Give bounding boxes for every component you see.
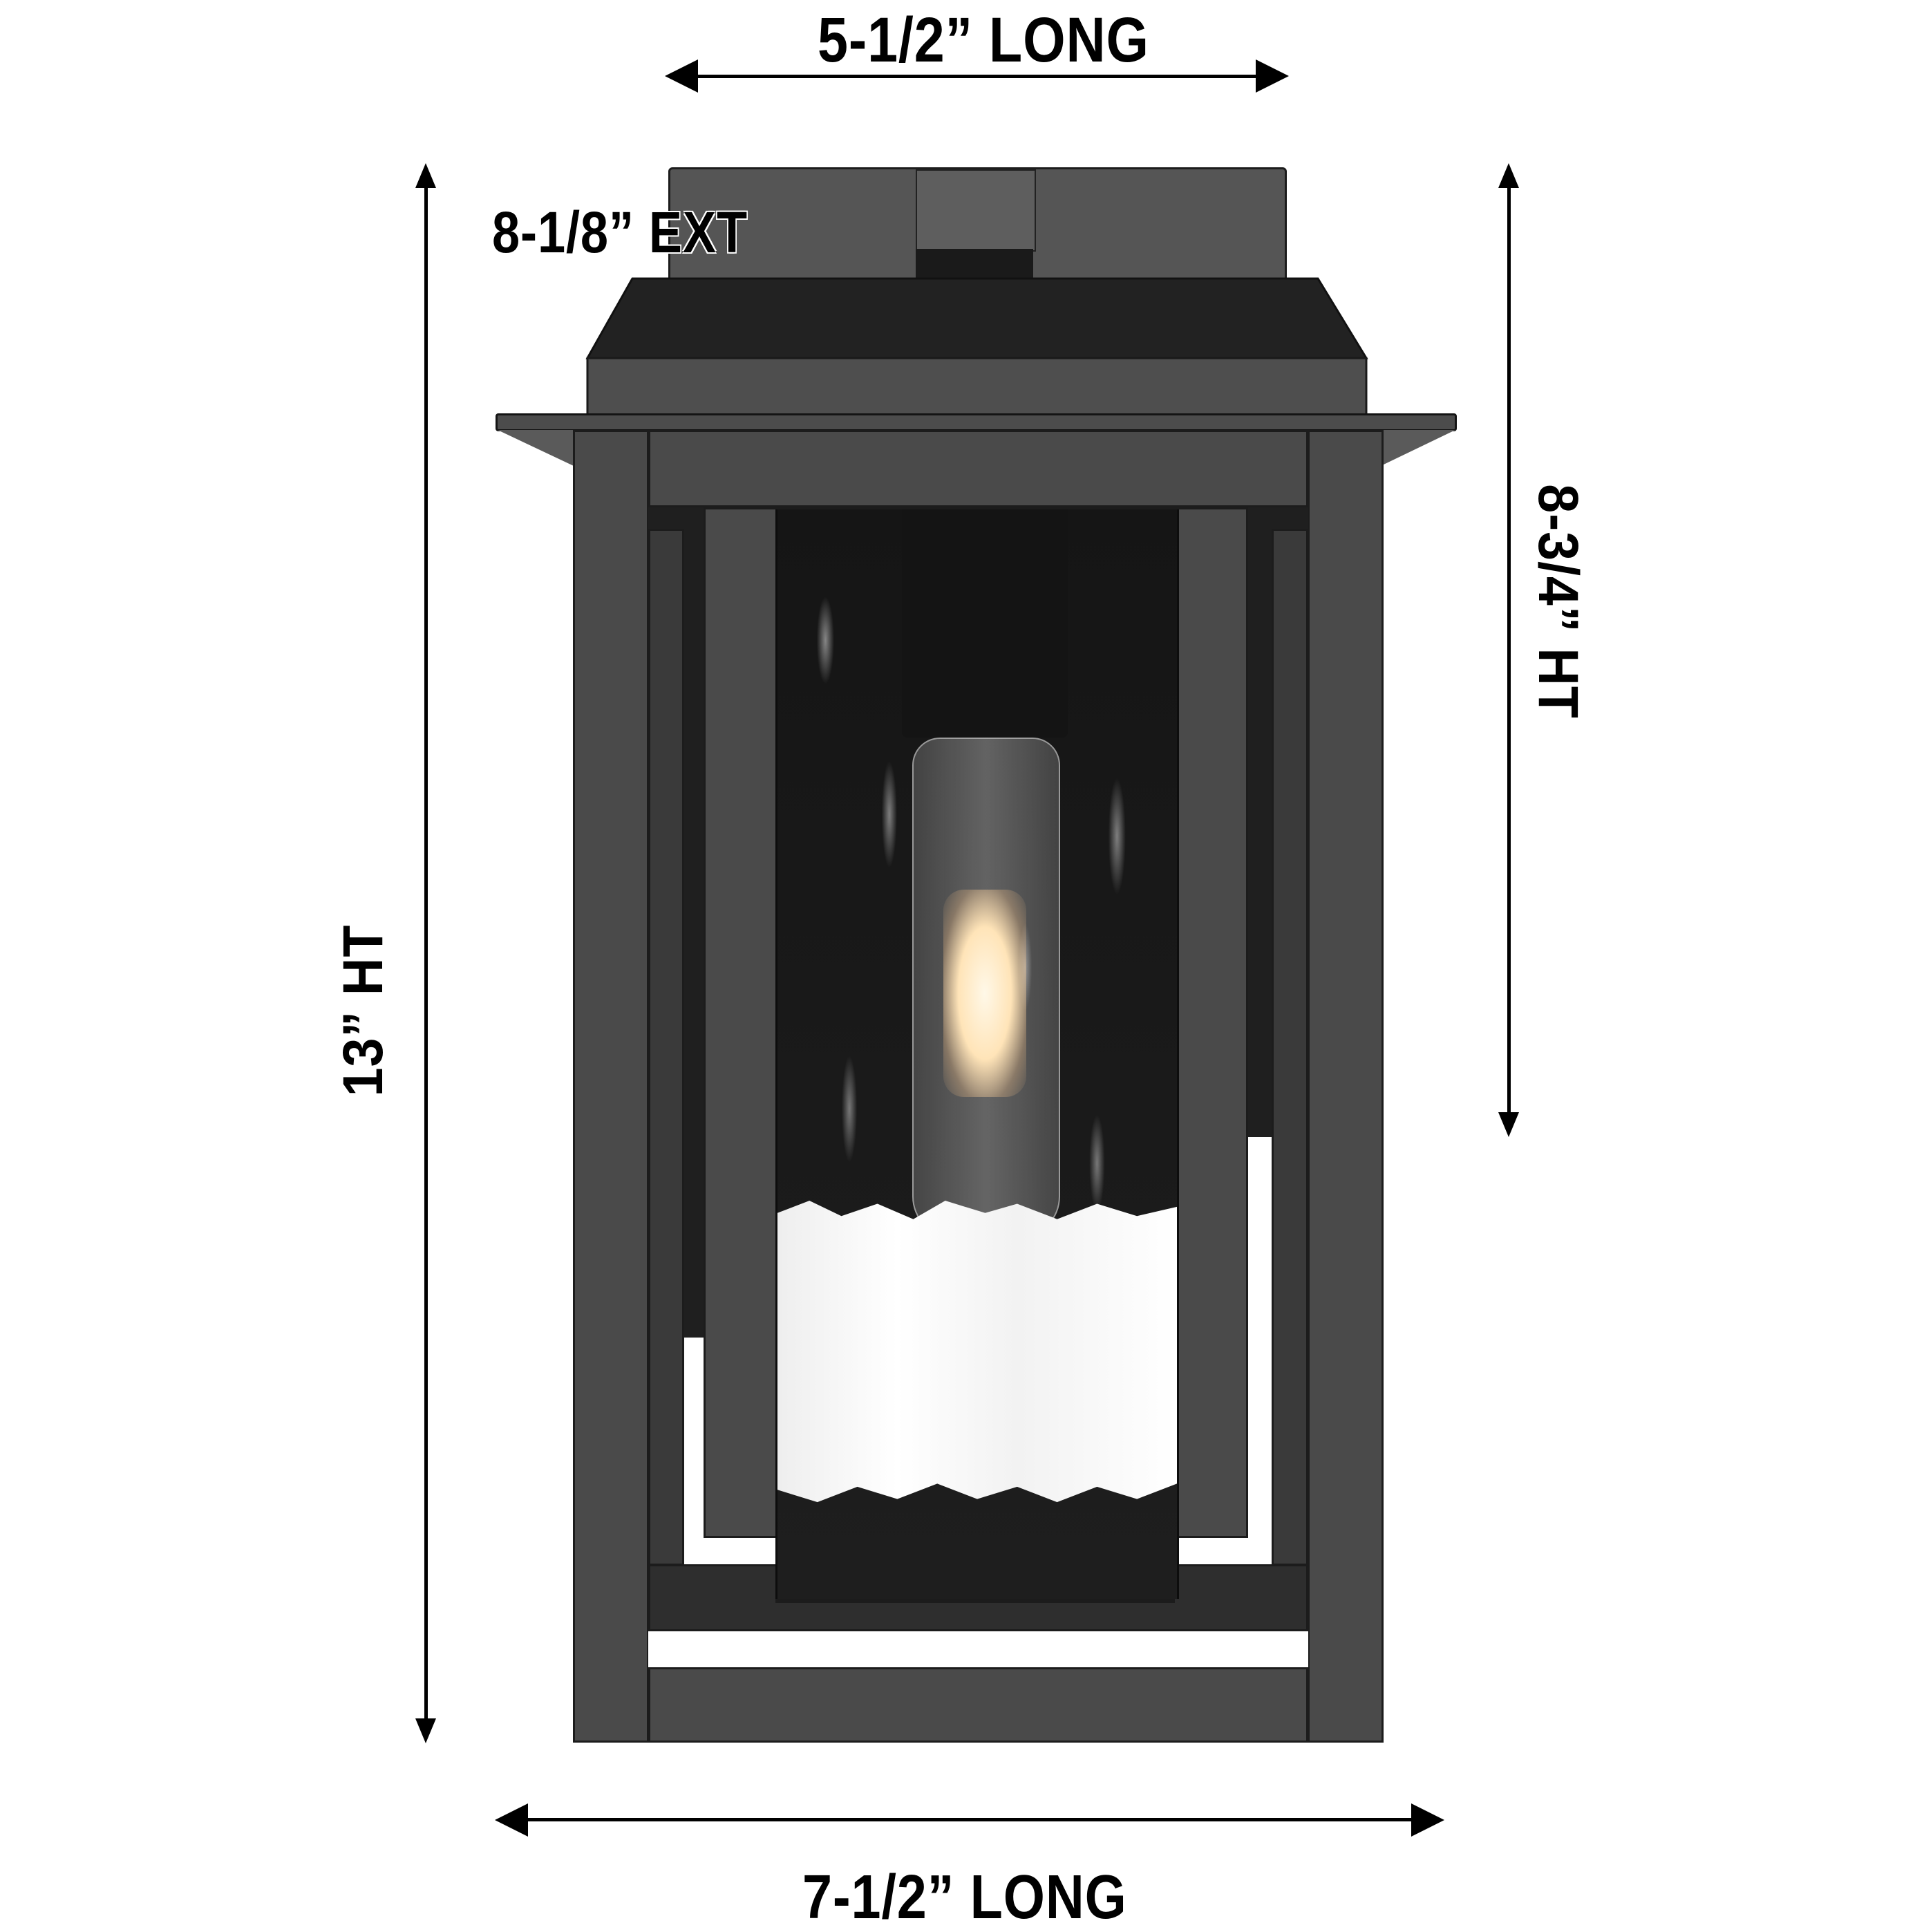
glass-reflection bbox=[777, 1201, 1177, 1503]
top-width-label: 5-1/2” LONG bbox=[818, 5, 1149, 75]
arrow-left-icon bbox=[495, 1803, 528, 1837]
door-bottom-rail bbox=[775, 1599, 1175, 1603]
flange-chamfer-right bbox=[1381, 430, 1455, 466]
arrow-down-icon bbox=[1498, 1112, 1519, 1137]
arrow-right-icon bbox=[1411, 1803, 1444, 1837]
side-rail-left bbox=[648, 529, 684, 1566]
arrow-right-icon bbox=[1256, 59, 1289, 93]
arrow-up-icon bbox=[1498, 163, 1519, 188]
bottom-gap bbox=[648, 1631, 1308, 1667]
outer-post-right bbox=[1308, 430, 1384, 1743]
overall-height-label: 13” HT bbox=[332, 924, 395, 1097]
overall-width-label: 7-1/2” LONG bbox=[802, 1863, 1127, 1932]
bulb-socket bbox=[902, 509, 1068, 738]
mounting-tab bbox=[916, 169, 1036, 252]
bulb-filament-glow bbox=[943, 890, 1026, 1097]
arrow-down-icon bbox=[415, 1718, 436, 1743]
outer-post-left bbox=[573, 430, 649, 1743]
extension-label: 8-1/8” EXT bbox=[492, 200, 748, 265]
bottom-bar bbox=[648, 1667, 1308, 1743]
gap-right bbox=[1248, 1137, 1272, 1564]
gap-left bbox=[684, 1338, 704, 1564]
top-beam bbox=[648, 430, 1308, 507]
dimension-line bbox=[691, 75, 1261, 78]
flange-chamfer-left bbox=[498, 430, 574, 466]
lantern-flange bbox=[496, 413, 1457, 431]
side-rail-right bbox=[1272, 529, 1308, 1566]
water-glass-panel bbox=[775, 509, 1179, 1599]
dimension-line bbox=[424, 185, 428, 1721]
dimension-line bbox=[1507, 185, 1511, 1115]
lantern-cap bbox=[585, 277, 1368, 416]
backplate-height-label: 8-3/4” HT bbox=[1527, 484, 1590, 719]
arrow-up-icon bbox=[415, 163, 436, 188]
dimension-line bbox=[525, 1818, 1417, 1821]
mounting-tab-slot bbox=[916, 249, 1033, 280]
